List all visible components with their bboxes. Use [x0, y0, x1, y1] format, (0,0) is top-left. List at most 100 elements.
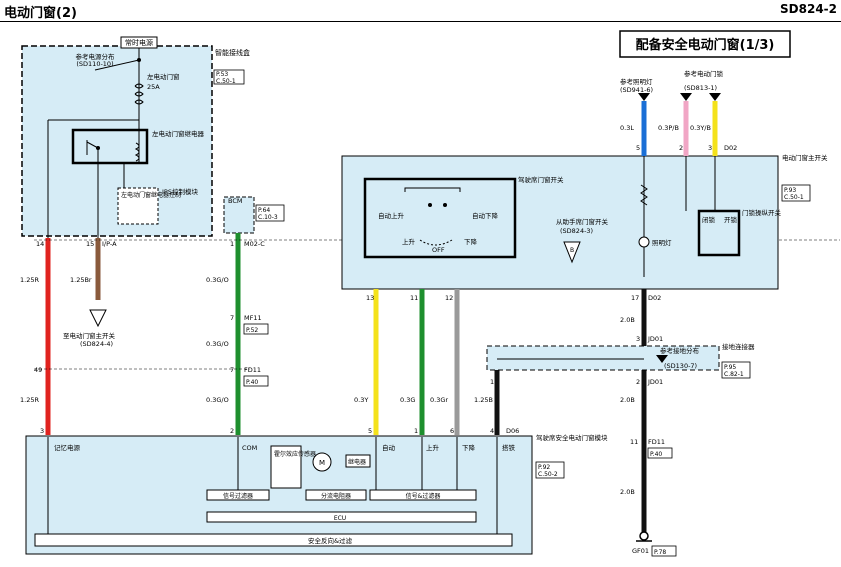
auto-up: 自动上升	[378, 211, 405, 220]
smart-ref-box	[213, 69, 245, 85]
up-label: 上升	[402, 237, 416, 246]
driver-switch: 驾驶席门窗开关	[518, 175, 564, 184]
lamp-ref-code: (SD941-6)	[620, 86, 653, 94]
fuse-name: 左电动门窗	[147, 72, 180, 81]
down-label: 下降	[464, 237, 478, 246]
shunt: 分流电阻器	[321, 492, 351, 500]
bcm-ref-1: P.64	[258, 207, 270, 214]
module-relay: 继电器	[348, 458, 366, 466]
module-ref-1: P.92	[538, 464, 550, 471]
ground-icon	[639, 531, 649, 541]
power-ref-code: (SD110-10)	[76, 60, 113, 68]
joint-ref-box	[721, 361, 751, 379]
mod-com: COM	[242, 444, 257, 452]
rear-switch-code: (SD824-4)	[80, 340, 113, 348]
mod-pin-3: 3	[40, 427, 44, 435]
page-header: 电动门窗(2) SD824-2	[0, 0, 841, 22]
passenger-switch: 从助手席门窗开关	[556, 217, 609, 226]
fd11b-ref: P.40	[650, 451, 662, 458]
bcm-box	[223, 196, 255, 234]
rear-switch-arrow	[89, 309, 107, 328]
black-color-1: 2.0B	[620, 316, 635, 324]
lock-ref-arrow-2	[709, 93, 721, 101]
relay-box	[71, 128, 149, 165]
motor-label: M	[319, 459, 325, 467]
subtitle: 配备安全电动门窗(1/3)	[636, 37, 775, 53]
mod-down: 下降	[462, 443, 476, 452]
mod-mem: 记忆电源	[54, 443, 81, 452]
gray-color: 0.3Gr	[430, 396, 448, 404]
yb-wire-color: 0.3Y/B	[690, 124, 711, 132]
jd01-b: JD01	[647, 378, 663, 386]
main-switch-ref-1: P.93	[784, 187, 796, 194]
power-ref-line	[94, 59, 140, 71]
hall-sensor: 霍尔效应传感器	[274, 450, 316, 458]
auto-down: 自动下降	[472, 211, 499, 220]
pin-17: 17	[631, 294, 639, 302]
mod-pin-6: 6	[450, 427, 454, 435]
pin-13: 13	[366, 294, 374, 302]
black-color-2: 2.0B	[620, 396, 635, 404]
header-rule	[0, 21, 841, 22]
relay-coil	[134, 142, 140, 162]
passenger-arrow-letter: B	[570, 247, 574, 254]
d02-conn: D02	[724, 144, 737, 152]
lamp-icon	[638, 236, 650, 248]
sig-filter: 信号过滤器	[223, 492, 253, 500]
red-color-2: 1.25R	[20, 396, 39, 404]
smart-box-label: 智能接线盒	[215, 48, 250, 57]
green-color-3: 0.3G/O	[206, 396, 229, 404]
relay-box-2	[345, 454, 371, 468]
passenger-code: (SD824-3)	[560, 227, 593, 235]
bcm-ref-box	[255, 204, 285, 222]
lamp-pin: 5	[636, 144, 640, 152]
jd01: JD01	[647, 335, 663, 343]
brown-conn: I/P-A	[102, 240, 117, 248]
mod-pin-2: 2	[230, 427, 234, 435]
black-125: 1.25B	[474, 396, 493, 404]
driver-switch-top	[404, 187, 461, 192]
fuse-symbol	[134, 83, 144, 105]
mod-auto: 自动	[382, 443, 396, 452]
pink-pin: 2	[679, 144, 683, 152]
fd11b-ref-box	[647, 447, 673, 459]
mod-gnd: 搭铁	[502, 443, 516, 452]
gf01-ref: P.78	[654, 549, 666, 556]
fd11-ref-box	[243, 375, 269, 387]
bcm-ref-2: C.10-3	[258, 214, 278, 221]
red-color: 1.25R	[20, 276, 39, 284]
fd11-conn: FD11	[244, 366, 261, 374]
joint-ref-2: C.82-1	[724, 371, 744, 378]
fd11b: FD11	[648, 438, 665, 446]
gf01-ref-box	[651, 545, 677, 557]
ips-box-text: 左电动门窗继电器控制	[121, 191, 181, 199]
mf11-ref-box	[243, 323, 269, 335]
subtitle-box	[619, 30, 791, 58]
fd11-ref: P.40	[246, 379, 258, 386]
module-ref-box	[535, 461, 565, 479]
safety-box	[34, 533, 513, 547]
bcm-name: BCM	[228, 197, 243, 205]
lock-switch-box	[697, 209, 741, 257]
lock-switch: 门锁操纵开关	[742, 208, 782, 217]
black-color-3: 2.0B	[620, 488, 635, 496]
red-fd-pin: 49	[34, 366, 42, 374]
fd11-pin: 7	[230, 366, 234, 374]
lamp-label: 照明灯	[652, 238, 672, 247]
green-color-1: 0.3G/O	[206, 276, 229, 284]
rear-switch: 至电动门窗主开关	[63, 331, 116, 340]
smart-ref-2: C.50-1	[216, 78, 236, 85]
ecu-box	[206, 511, 477, 523]
joint-ref-1: P.95	[724, 364, 736, 371]
lock-ref: 参考电动门锁	[684, 69, 724, 78]
relay-name: 左电动门窗继电器	[152, 129, 205, 138]
hall-sensor-box	[270, 445, 302, 489]
mod-d06: D06	[506, 427, 519, 435]
lamp-wire: 0.3L	[620, 124, 634, 132]
module-name: 驾驶席安全电动门窗模块	[536, 433, 608, 442]
lamp-ref: 参考照明灯	[620, 77, 653, 86]
pin-12: 12	[445, 294, 453, 302]
mf11-ref: P.52	[246, 327, 258, 334]
green-color-2: 0.3G/O	[206, 340, 229, 348]
